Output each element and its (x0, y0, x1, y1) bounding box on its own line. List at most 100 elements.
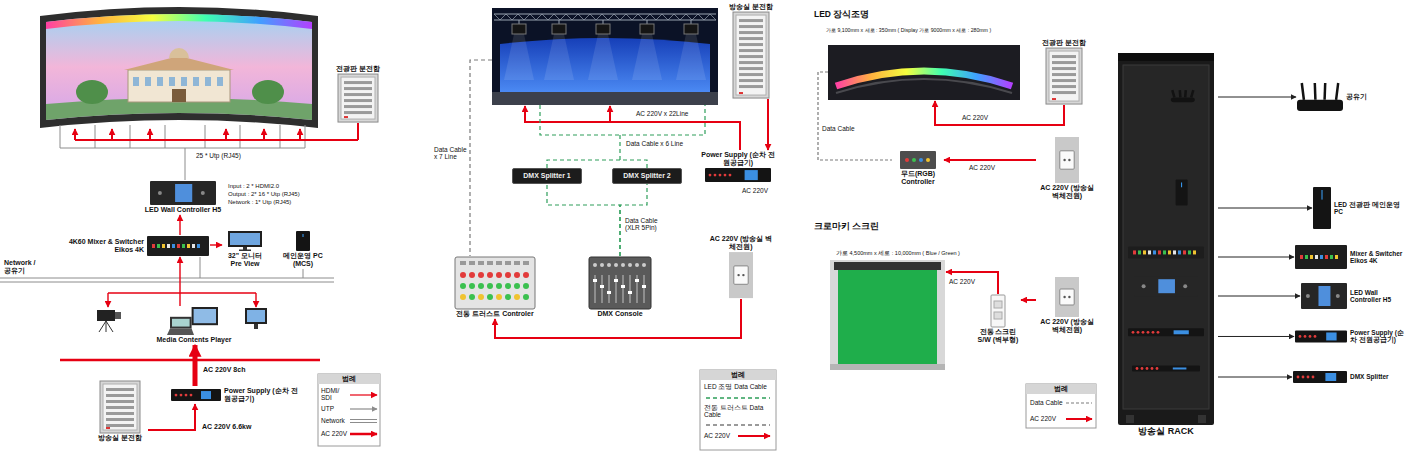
annotation-label: Output : 2* 16 * Utp (RJ45) (228, 191, 300, 198)
switch-key (523, 261, 529, 265)
device-box: DMX Splitter 1 (512, 168, 582, 184)
button (1138, 250, 1141, 254)
display (1326, 332, 1336, 340)
fader-cap (614, 279, 618, 282)
power-feed (74, 129, 76, 140)
legend-text: AC 220V (321, 430, 347, 437)
knob (600, 263, 604, 267)
annotation-label: Data Cable x 6 Line (626, 140, 683, 147)
push-button (469, 283, 475, 289)
push-button (478, 294, 484, 300)
button (1188, 250, 1191, 254)
device-caption: Power Supply (순차 전원공급기) (224, 387, 299, 403)
device-node: AC 220V (방송실 벽체전원) (1036, 136, 1098, 201)
led-dot (190, 394, 193, 397)
legend-text: LED 조명 Data Cable (704, 383, 774, 390)
breaker-row (344, 111, 372, 114)
annotation-label: Data Cable x 7 Line (434, 146, 468, 161)
button (1335, 255, 1338, 259)
controller-box (900, 151, 936, 169)
cabinet-body (733, 12, 769, 98)
antenna (1302, 83, 1304, 100)
connector-label: AC 220V 6.6kw (201, 423, 252, 431)
device-switch (991, 295, 1005, 327)
building (128, 70, 230, 102)
breaker-row (106, 388, 134, 391)
led-wall-screen (46, 14, 312, 120)
device-panel (733, 12, 769, 98)
led-wall-photo (40, 7, 318, 128)
switch-key (994, 301, 1002, 308)
push-button (514, 272, 520, 278)
green-screen (838, 270, 937, 364)
led-wall-rainbow (46, 14, 312, 29)
cable-connector (944, 159, 1036, 161)
device-unitScreen (1301, 283, 1347, 309)
device-caption: 공유기 (1346, 93, 1395, 100)
knob (1183, 284, 1187, 288)
legend-sample (350, 422, 377, 423)
push-button (460, 272, 466, 278)
led-data-cable (547, 160, 647, 168)
device-caption: LED Wall Controller H5 (1350, 289, 1407, 304)
knob (1306, 294, 1310, 298)
studio-floor (492, 92, 718, 105)
utp-wire (185, 148, 186, 180)
legend-text: AC 220V (1030, 415, 1056, 422)
cabinet-door (103, 384, 137, 430)
led-dot (709, 174, 712, 177)
stage-light (512, 24, 526, 34)
breaker-row (739, 55, 763, 58)
rack-inner (1123, 65, 1209, 409)
breaker-row (344, 99, 372, 102)
annotation-label: Input : 2 * HDMI2.0 (228, 183, 279, 190)
device-node: LED Wall Controller H5 (1300, 282, 1408, 310)
led-dot (1151, 367, 1154, 370)
connector-label: AC 220V 8ch (202, 366, 246, 374)
camera-lens (115, 312, 121, 319)
push-button (523, 272, 529, 278)
device-caption: 전광판 분전함 (1037, 39, 1091, 47)
device-node: 방송실 분전함 (92, 380, 148, 443)
unit-body (1301, 283, 1347, 309)
antenna (1191, 90, 1193, 97)
device-panel (100, 381, 140, 433)
button (1325, 255, 1328, 259)
led-dot (1156, 367, 1159, 370)
window (217, 77, 223, 86)
knob (621, 263, 625, 267)
push-button (505, 294, 511, 300)
push-button (496, 283, 502, 289)
push-button (469, 272, 475, 278)
device-psu (171, 389, 221, 401)
wall (1055, 277, 1079, 317)
socket-hole (1063, 159, 1065, 161)
led-dot (1146, 367, 1149, 370)
tripod (99, 321, 113, 332)
device-node: 메인운영 PC (MCS) (272, 230, 334, 269)
router-body (1297, 100, 1343, 111)
device-node: AC 220V (방송실 벽체전원) (1036, 276, 1098, 335)
button (1133, 250, 1136, 254)
truss-lattice (494, 14, 716, 20)
indicator (106, 427, 110, 429)
button (1168, 250, 1171, 254)
device-caption: 4K60 Mixer & Switcher Eikos 4K (61, 238, 144, 254)
breaker-row (106, 406, 134, 409)
breaker-row (1052, 79, 1076, 82)
button (1163, 250, 1166, 254)
wall (1055, 137, 1079, 183)
device-router (1171, 90, 1195, 102)
cable-connector (210, 244, 222, 245)
device-node: 전광판 분전함 (328, 64, 388, 123)
device-caption: 전동 스크린 S/W (벽부형) (976, 328, 1020, 344)
monitor-frame (245, 308, 267, 324)
device-unitScreen (1134, 276, 1198, 296)
push-button (469, 294, 475, 300)
legend-sample (350, 408, 377, 409)
screen-roller (834, 262, 941, 270)
led-dot (724, 174, 727, 177)
utp-wire (95, 125, 96, 148)
led-dot (919, 158, 923, 162)
